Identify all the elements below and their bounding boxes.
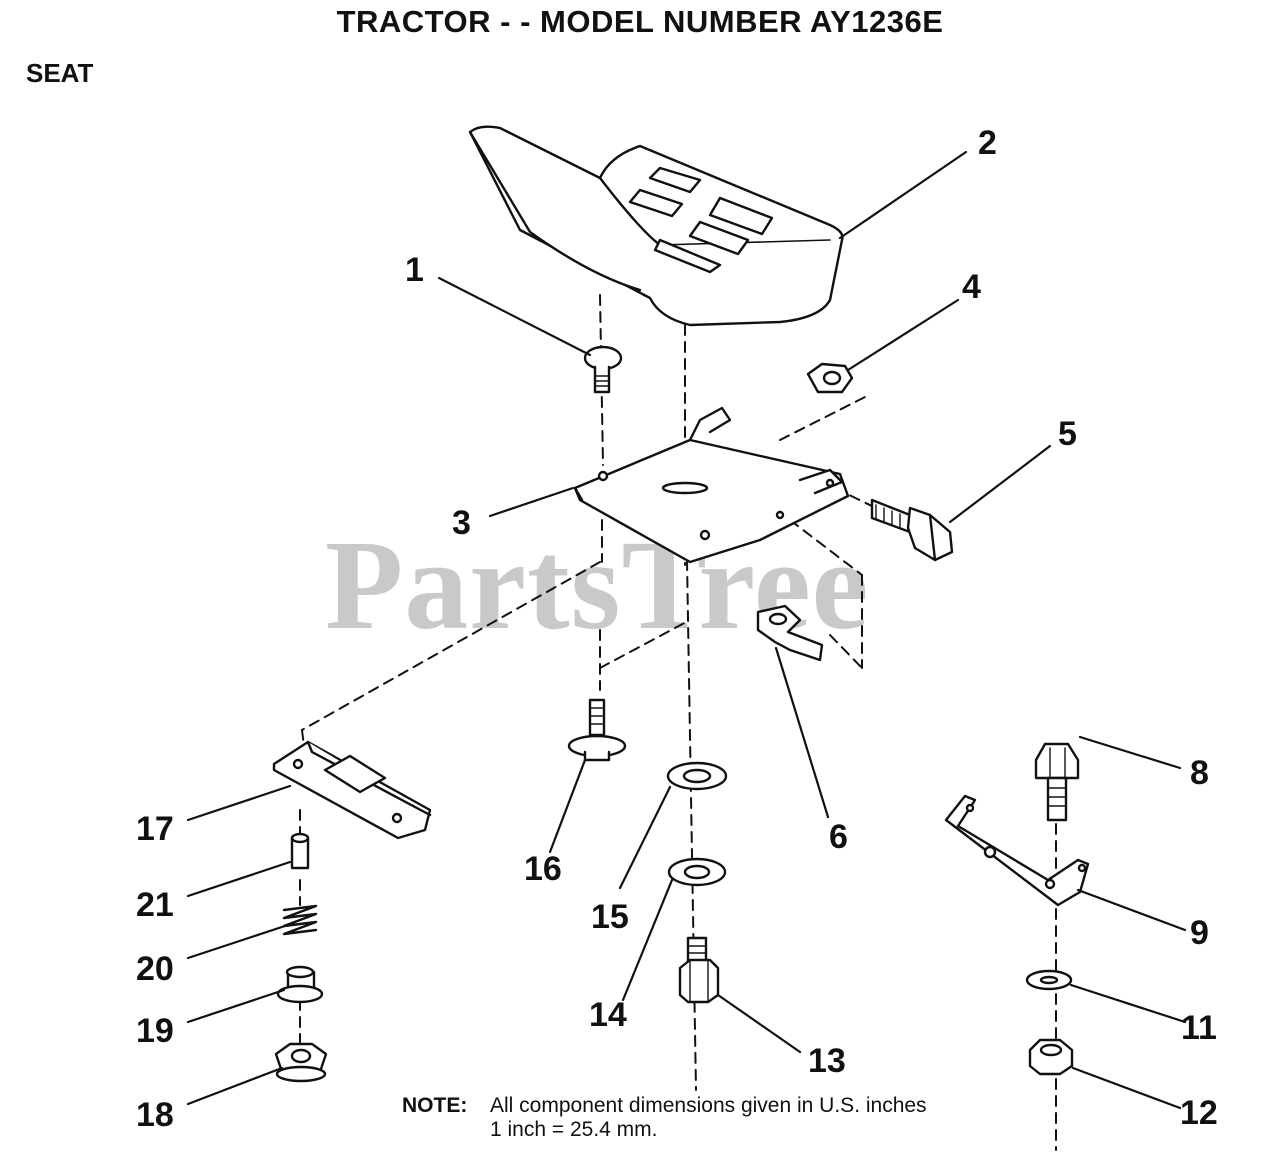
guide-lines: [299, 294, 1057, 1151]
clip-part: [756, 604, 824, 662]
callout-14: 14: [589, 996, 627, 1034]
lock-washer-part: [667, 857, 727, 887]
callout-18: 18: [136, 1096, 174, 1134]
spring-part: [282, 904, 318, 936]
note-label: NOTE:: [402, 1094, 468, 1117]
callout-11: 11: [1181, 1009, 1217, 1047]
diagram-title: TRACTOR - - MODEL NUMBER AY1236E: [336, 4, 944, 39]
shoulder-bolt-part: [567, 698, 627, 762]
callout-13: 13: [808, 1042, 846, 1080]
callout-4: 4: [962, 268, 981, 306]
callout-21: 21: [136, 886, 174, 924]
callout-19: 19: [136, 1012, 174, 1050]
note-line-1: All component dimensions given in U.S. i…: [490, 1094, 927, 1117]
callout-17: 17: [136, 810, 174, 848]
carriage-bolt-part: [583, 345, 623, 394]
latch-plate-part: [272, 740, 432, 840]
bushing-part: [276, 965, 324, 1004]
leader-lines: [186, 150, 1187, 1110]
hex-bolt-part-13: [678, 936, 720, 1004]
lock-nut-part: [1028, 1038, 1074, 1076]
hex-bolt-part: [870, 498, 954, 562]
pin-part: [290, 832, 310, 870]
seat-part: [468, 125, 844, 327]
seat-plate-part: [573, 406, 850, 564]
callout-12: 12: [1180, 1094, 1218, 1132]
dimension-note: NOTE: All component dimensions given in U…: [402, 1094, 927, 1142]
washer-part-15: [666, 761, 728, 791]
callout-6: 6: [829, 818, 848, 856]
flange-nut-part: [274, 1042, 328, 1083]
callout-8: 8: [1190, 754, 1209, 792]
bracket-part: [944, 794, 1090, 907]
hex-bolt-part-8: [1034, 742, 1080, 822]
nut-part: [806, 362, 854, 394]
section-label: SEAT: [26, 58, 94, 88]
callout-20: 20: [136, 950, 174, 988]
callout-15: 15: [591, 898, 629, 936]
callout-2: 2: [978, 124, 997, 162]
callout-3: 3: [452, 504, 471, 542]
callout-1: 1: [405, 251, 424, 289]
callout-16: 16: [524, 850, 562, 888]
note-line-2: 1 inch = 25.4 mm.: [490, 1118, 658, 1141]
callout-5: 5: [1058, 415, 1077, 453]
washer-part-11: [1025, 969, 1073, 991]
callout-9: 9: [1190, 914, 1209, 952]
